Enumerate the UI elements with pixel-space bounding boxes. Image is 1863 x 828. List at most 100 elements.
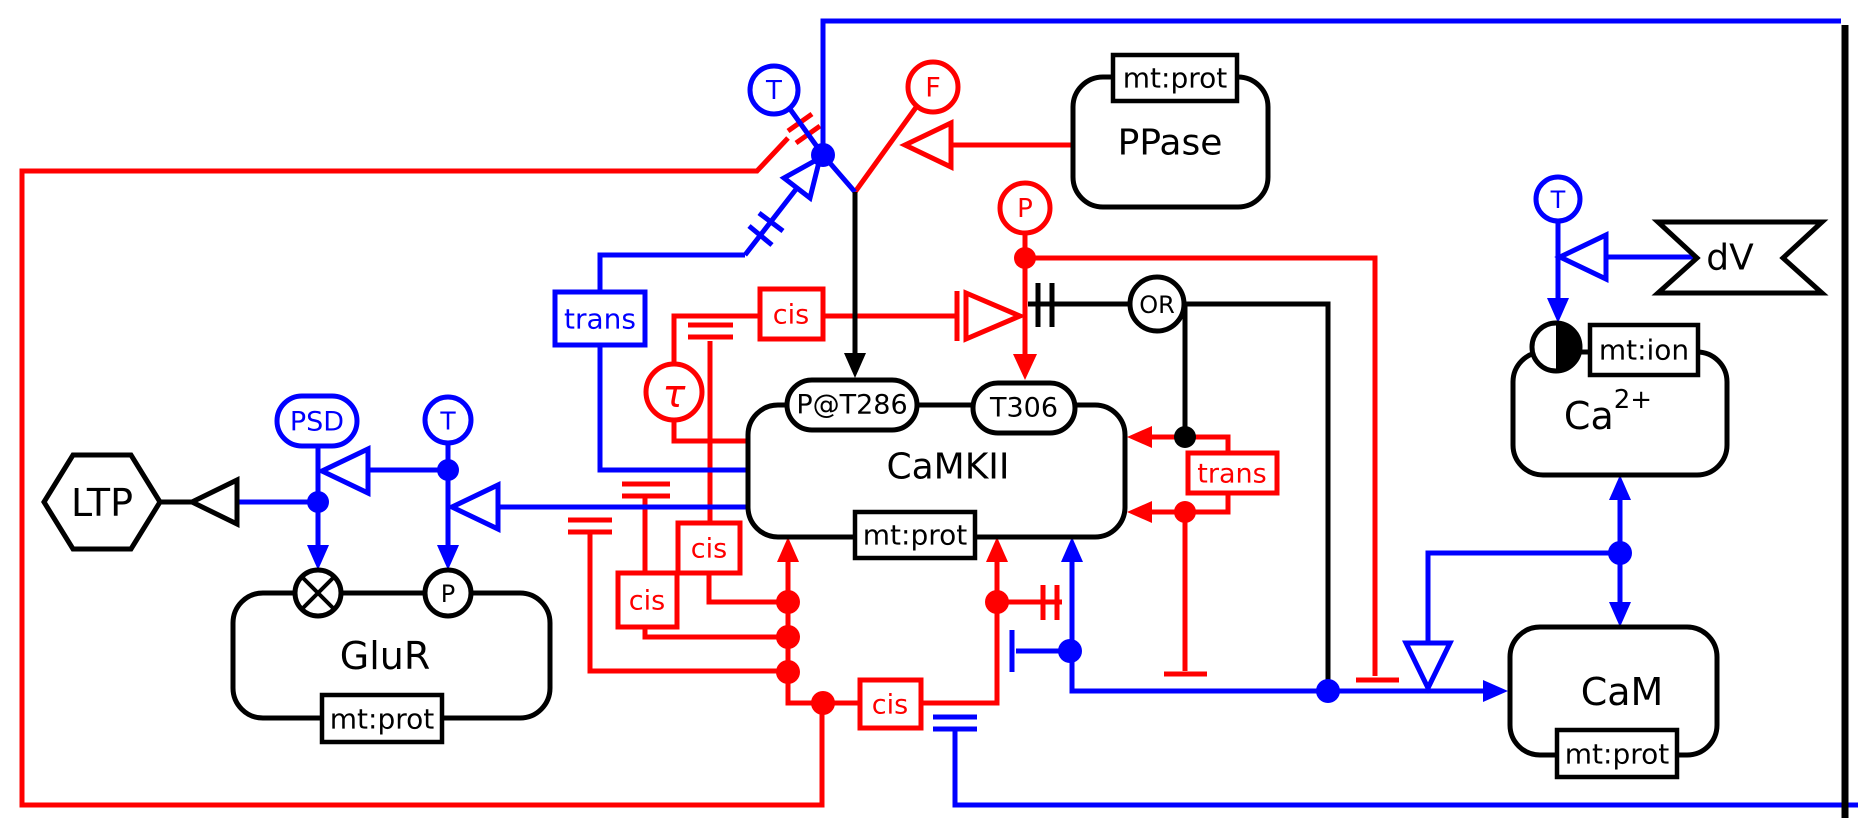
node-dv[interactable]: dV: [1651, 219, 1829, 296]
node-camkii[interactable]: P@T286 T306 CaMKII mt:prot: [745, 377, 1128, 561]
camkii-bottom-arrowhead-right-icon: [986, 537, 1008, 562]
edge-cis3-chain: [622, 481, 788, 640]
edge-blue-bottom: [933, 714, 1858, 808]
edge-trans-blue-diagonal: [743, 186, 799, 257]
cam-tag: mt:prot: [1565, 738, 1669, 771]
edge-ca-cam: [1425, 481, 1623, 642]
glur-p-site[interactable]: [422, 567, 474, 619]
psd-label: PSD: [290, 407, 344, 438]
ca-arrowhead-icon: [1547, 298, 1569, 323]
ppase-label: PPase: [1118, 123, 1223, 164]
operator-t-ca[interactable]: T: [1533, 174, 1583, 224]
cis-1-label: cis: [773, 300, 809, 331]
operator-t-glur[interactable]: T: [422, 394, 474, 446]
gate-cis-4[interactable]: cis: [857, 677, 924, 731]
junction-dot-or: [1174, 426, 1196, 448]
edge-bar-chain-left: [568, 517, 788, 674]
camkii-bottom-arrowhead-left-icon: [777, 537, 799, 562]
psd-pill[interactable]: [274, 393, 360, 449]
glur-channel-cross-icon: [300, 575, 336, 611]
trans-blue-label: trans: [564, 303, 636, 336]
junction-dots: [307, 143, 1632, 715]
camkii-tag-box: [852, 509, 978, 561]
cis-3-box[interactable]: [615, 570, 680, 630]
node-ltp[interactable]: LTP: [41, 452, 163, 552]
t-glur-circle[interactable]: [422, 394, 474, 446]
glur-tag-box: [319, 692, 445, 745]
dv-open-arrowhead-icon: [1554, 231, 1609, 283]
gate-cis-3[interactable]: cis: [615, 570, 680, 630]
operator-or[interactable]: OR: [1127, 274, 1187, 334]
gate-cis-1[interactable]: cis: [757, 286, 826, 342]
camkii-tag: mt:prot: [863, 519, 967, 552]
node-ppase[interactable]: mt:prot PPase: [1070, 52, 1271, 210]
or-circle[interactable]: [1127, 274, 1187, 334]
edge-tau-camkii: [671, 421, 748, 444]
glur-label: GluR: [340, 634, 431, 678]
ca-cam-down-arrowhead-icon: [1609, 602, 1631, 627]
ltp-label: LTP: [71, 481, 133, 525]
edge-or-wiring: [1028, 283, 1331, 688]
junction-dot-top: [811, 143, 835, 167]
t306-arrowhead-icon: [1013, 354, 1037, 380]
operator-t-top[interactable]: T: [747, 63, 801, 117]
t-glur-label: T: [439, 407, 456, 436]
tau-label: τ: [663, 372, 687, 416]
or-label: OR: [1139, 291, 1175, 319]
ltp-hexagon[interactable]: [41, 452, 163, 552]
ca-cam-up-arrowhead-icon: [1609, 475, 1631, 500]
edge-blue-top-loop: [820, 18, 1841, 155]
camkii-right-arrowhead-bottom-icon: [1127, 501, 1152, 523]
tau-circle[interactable]: [643, 361, 705, 423]
edge-tau-cis-t306: [671, 291, 960, 363]
operator-f[interactable]: F: [905, 59, 961, 115]
node-glur[interactable]: mt:prot GluR P: [230, 567, 553, 745]
dv-body[interactable]: [1651, 219, 1829, 296]
cis-4-label: cis: [872, 690, 908, 721]
trans-blue-box[interactable]: [552, 289, 648, 348]
node-ca[interactable]: mt:ion Ca2+: [1510, 320, 1730, 478]
node-cam[interactable]: mt:prot CaM: [1507, 624, 1720, 780]
cis-4-box[interactable]: [857, 677, 924, 731]
ppase-tag-box: [1110, 52, 1240, 104]
junction-dot-red3: [776, 660, 800, 684]
t-ca-circle[interactable]: [1533, 174, 1583, 224]
gate-trans-blue[interactable]: trans: [552, 289, 648, 348]
f-label: F: [925, 73, 941, 104]
psd-open-arrowhead-icon: [316, 445, 371, 497]
cis-2-label: cis: [691, 534, 727, 565]
camkii-site-t286[interactable]: [784, 377, 920, 433]
ca-halffilled-dark-icon: [1556, 323, 1580, 371]
operator-psd[interactable]: PSD: [274, 393, 360, 449]
t-top-circle[interactable]: [747, 63, 801, 117]
junction-dot-cam-line: [1316, 679, 1340, 703]
cam-arrowhead-icon: [1483, 680, 1508, 702]
trans-red-box[interactable]: [1185, 450, 1280, 496]
cis-1-box[interactable]: [757, 286, 826, 342]
edge-trans-blue-route: [597, 252, 748, 473]
junction-dot-red1: [776, 590, 800, 614]
edge-t-glur: [368, 443, 451, 564]
junction-dot-blue-mid: [1058, 639, 1082, 663]
gate-trans-red[interactable]: trans: [1185, 450, 1280, 496]
gate-cis-2[interactable]: cis: [675, 520, 743, 576]
operator-tau[interactable]: τ: [643, 361, 705, 423]
p-circle[interactable]: [997, 180, 1053, 236]
junction-dot-red2: [776, 625, 800, 649]
dv-label: dV: [1706, 238, 1754, 279]
junction-dot-red5: [985, 590, 1009, 614]
f-circle[interactable]: [905, 59, 961, 115]
trans-red-label: trans: [1197, 459, 1266, 490]
cis-2-box[interactable]: [675, 520, 743, 576]
junction-dot-p: [1014, 247, 1036, 269]
edge-cis2-chain: [688, 322, 788, 605]
edge-f-diagonal: [852, 104, 920, 194]
t-ca-label: T: [1550, 186, 1566, 214]
junction-dot-transred: [1174, 501, 1196, 523]
p-site-arrowhead-icon: [437, 545, 459, 570]
glur-tag: mt:prot: [330, 703, 434, 736]
operator-p[interactable]: P: [997, 180, 1053, 236]
cis1-open-arrowhead-icon: [963, 289, 1027, 343]
camkii-site-t306[interactable]: [970, 380, 1078, 436]
